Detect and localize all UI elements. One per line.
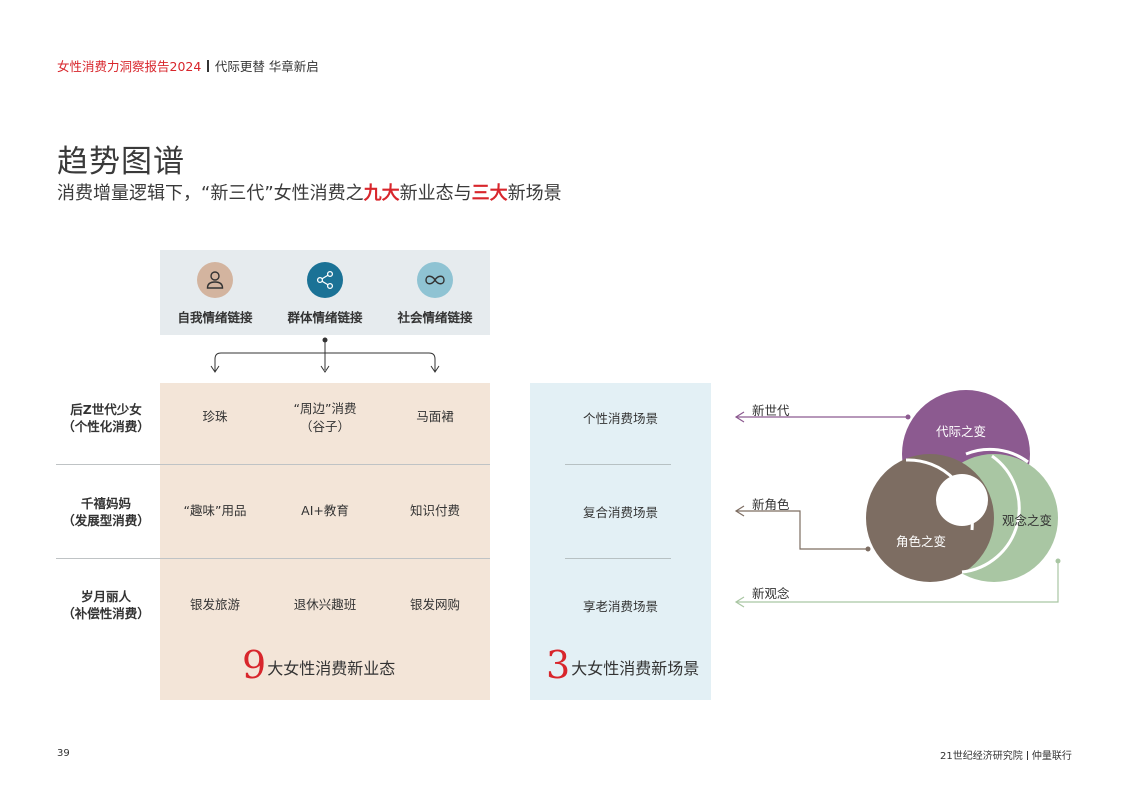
emotion-social: 社会情绪链接: [380, 250, 490, 326]
subtitle-highlight-nine: 九大: [363, 183, 400, 204]
biz-cell-silver-travel: 银发旅游: [189, 597, 240, 612]
subtitle-part1: 消费增量逻辑下，“新三代”女性消费之: [57, 183, 364, 204]
change-concept-label: 观念之变: [1002, 513, 1053, 528]
scene-composite: 复合消费场景: [582, 505, 658, 520]
emotion-self-label: 自我情绪链接: [177, 310, 253, 325]
row-label-genz: 后Z世代少女（个性化消费）: [62, 402, 150, 434]
emotion-group: 群体情绪链接: [270, 250, 380, 326]
biz-cell-silver-shopping: 银发网购: [409, 597, 460, 612]
biz-cell-paid-knowledge: 知识付费: [409, 503, 460, 518]
change-arrows: [734, 411, 1061, 608]
footer-org-jll: 仲量联行: [1031, 751, 1072, 762]
arrow-label-new-role: 新角色: [752, 497, 790, 512]
page-subtitle: 消费增量逻辑下，“新三代”女性消费之九大新业态与三大新场景: [57, 179, 562, 205]
change-cycle-diagram: [866, 390, 1058, 582]
biz-cell-fun-goods: “趣味”用品: [183, 503, 247, 518]
person-icon: [197, 262, 233, 298]
report-header: 女性消费力洞察报告2024 代际更替 华章新启: [57, 56, 319, 75]
arrow-label-new-concept: 新观念: [752, 586, 790, 601]
scene-personal: 个性消费场景: [582, 411, 658, 426]
biz-summary-text: 大女性消费新业态: [267, 659, 396, 678]
header-divider: [207, 60, 209, 72]
row-label-millennial-mom: 千禧妈妈（发展型消费）: [62, 496, 150, 528]
biz-cell-merch: “周边”消费 （谷子）: [293, 401, 357, 434]
scene-summary-text: 大女性消费新场景: [571, 659, 700, 678]
arrow-label-new-generation: 新世代: [752, 403, 790, 418]
infinity-icon: [417, 262, 453, 298]
emotion-self: 自我情绪链接: [160, 250, 270, 326]
change-role-label: 角色之变: [896, 534, 947, 549]
emotion-group-label: 群体情绪链接: [287, 310, 363, 325]
row-divider: [56, 558, 490, 559]
share-icon: [307, 262, 343, 298]
biz-cell-pearl: 珍珠: [202, 409, 228, 424]
biz-summary-number: 9: [242, 643, 267, 687]
scene-summary: 3大女性消费新场景: [546, 643, 699, 687]
subtitle-part2: 新业态与: [399, 183, 472, 204]
scene-divider: [565, 558, 671, 559]
scene-summary-number: 3: [546, 643, 571, 687]
emotion-panel: 自我情绪链接 群体情绪链接 社会情绪链接: [160, 250, 490, 335]
row-divider: [56, 464, 490, 465]
scene-elderly: 享老消费场景: [582, 599, 658, 614]
footer-divider: [1026, 751, 1028, 760]
scene-panel: [530, 383, 711, 700]
footer-org-21st: 21世纪经济研究院: [940, 751, 1023, 762]
scene-divider: [565, 464, 671, 465]
biz-cell-horse-face-skirt: 马面裙: [416, 409, 454, 424]
page-title: 趋势图谱: [57, 144, 185, 180]
change-generation-label: 代际之变: [936, 424, 987, 439]
biz-cell-ai-edu: AI+教育: [301, 503, 349, 518]
footer-organizations: 21世纪经济研究院仲量联行: [940, 747, 1072, 762]
page-number: 39: [57, 748, 70, 759]
subtitle-part3: 新场景: [507, 183, 562, 204]
report-name: 女性消费力洞察报告2024: [57, 59, 202, 74]
business-panel: [160, 383, 490, 700]
subtitle-highlight-three: 三大: [471, 183, 508, 204]
report-tagline: 代际更替 华章新启: [214, 59, 319, 74]
emotion-social-label: 社会情绪链接: [397, 310, 473, 325]
biz-summary: 9大女性消费新业态: [242, 643, 395, 687]
row-label-senior: 岁月丽人（补偿性消费）: [62, 589, 150, 621]
biz-cell-retire-class: 退休兴趣班: [293, 597, 357, 612]
connector-arrows: [210, 337, 440, 373]
